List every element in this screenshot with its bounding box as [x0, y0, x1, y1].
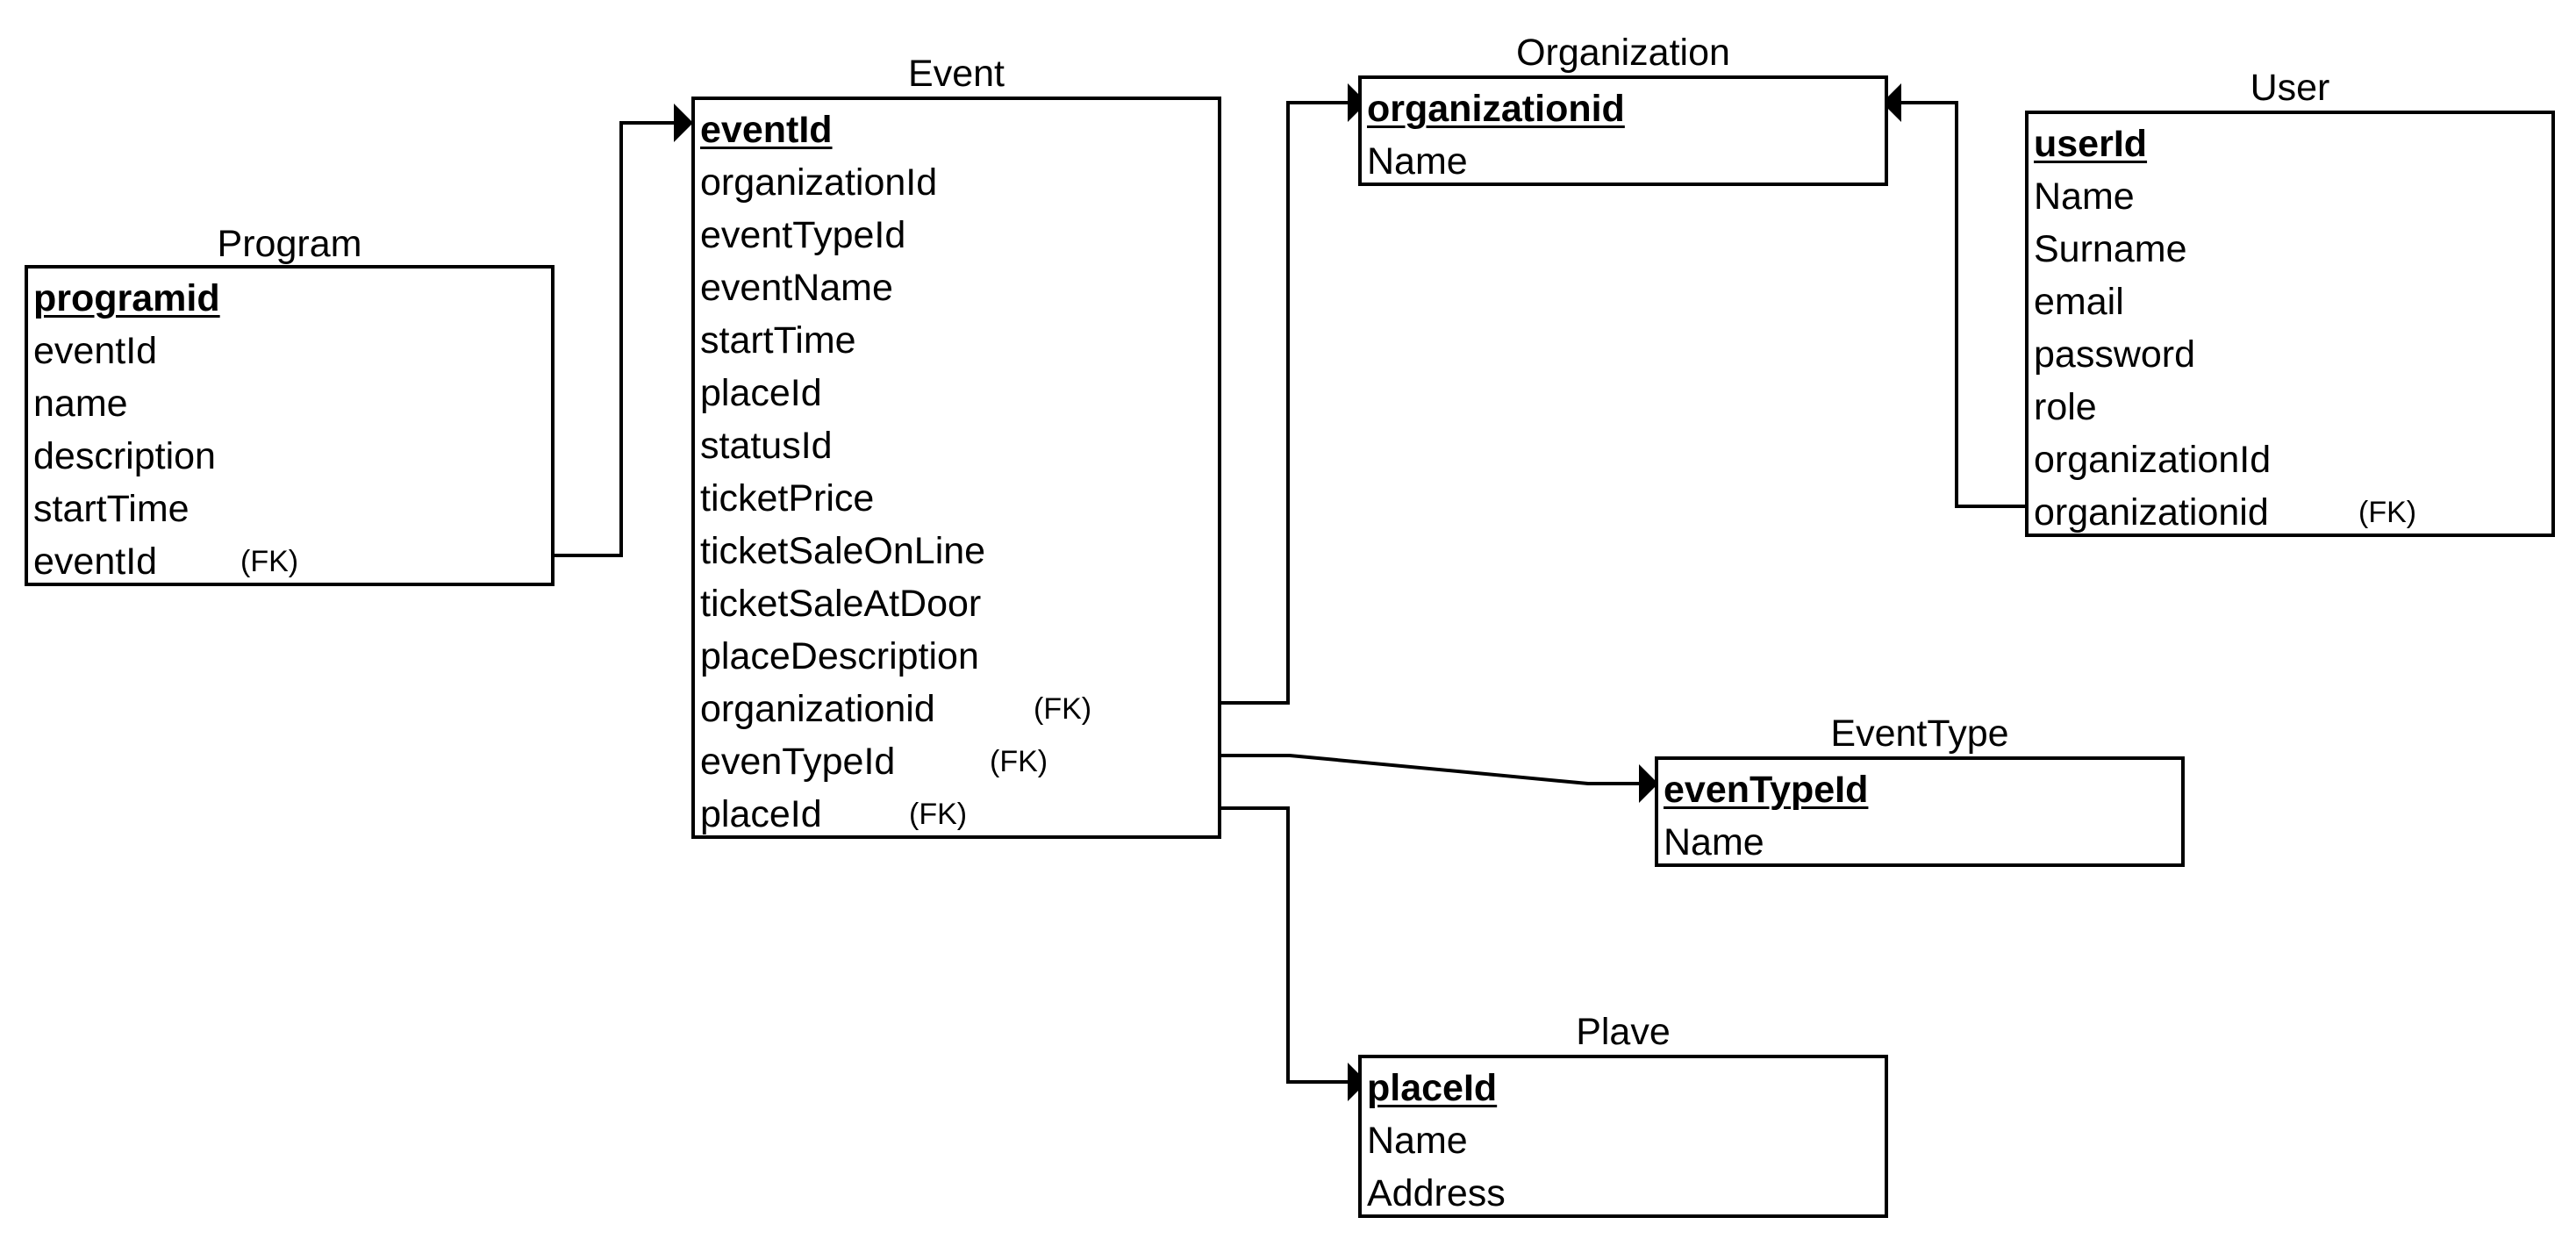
field-row: placeDescription — [700, 635, 979, 677]
field-row: Address — [1367, 1172, 1506, 1214]
field-row: Name — [1367, 1120, 1468, 1162]
entity-event: eventId organizationId eventTypeId event… — [691, 97, 1221, 839]
entity-title-eventtype: EventType — [1830, 713, 2009, 755]
field-row: ticketPrice — [700, 477, 875, 519]
entity-title-place: Plave — [1576, 1011, 1671, 1053]
field-row-fk: placeId (FK) — [700, 788, 1218, 841]
field-row: description — [33, 435, 216, 477]
field-row: ticketSaleOnLine — [700, 530, 986, 572]
entity-title-event: Event — [908, 53, 1005, 95]
arrowhead-icon — [1348, 83, 1367, 122]
entity-program: programid eventId name description start… — [25, 265, 555, 586]
field-row: eventTypeId — [700, 214, 906, 256]
entity-organization: organizationid Name — [1358, 75, 1888, 186]
field-row-fk: evenTypeId (FK) — [700, 735, 1218, 788]
field-row-fk: organizationid (FK) — [700, 683, 1218, 735]
field-row: eventId — [700, 109, 833, 151]
field-row: placeId — [1367, 1067, 1498, 1109]
field-row: Name — [1664, 821, 1764, 863]
fk-marker: (FK) — [1034, 692, 1092, 726]
entity-title-user: User — [2250, 67, 2330, 109]
field-row: organizationId — [700, 161, 938, 204]
field-row: startTime — [700, 319, 856, 362]
field-row: userId — [2034, 123, 2148, 165]
field-name: eventId — [33, 541, 158, 583]
field-row: ticketSaleAtDoor — [700, 583, 982, 625]
field-name: evenTypeId — [700, 741, 896, 783]
arrowhead-icon — [674, 104, 693, 142]
field-row-fk: eventId (FK) — [33, 535, 551, 588]
field-row: email — [2034, 281, 2124, 323]
relationship-line — [1220, 754, 1641, 785]
entity-title-program: Program — [217, 223, 362, 265]
field-row: role — [2034, 386, 2097, 428]
field-row: password — [2034, 333, 2196, 376]
relationship-line — [1220, 806, 1349, 1084]
relationship-line — [1220, 101, 1349, 705]
fk-marker: (FK) — [2358, 496, 2417, 529]
field-row: organizationId — [2034, 439, 2272, 481]
field-row: placeId — [700, 372, 822, 414]
field-row: Name — [2034, 175, 2135, 218]
entity-user: userId Name Surname email password role … — [2025, 111, 2555, 537]
entity-eventtype: evenTypeId Name — [1655, 756, 2185, 867]
field-row: eventId — [33, 330, 158, 372]
arrowhead-icon — [1348, 1063, 1367, 1101]
field-name: placeId — [700, 793, 822, 835]
fk-marker: (FK) — [240, 545, 299, 578]
entity-place: placeId Name Address — [1358, 1055, 1888, 1218]
field-row-fk: organizationid (FK) — [2034, 486, 2551, 539]
fk-marker: (FK) — [909, 798, 968, 831]
field-row: startTime — [33, 488, 190, 530]
arrowhead-icon — [1639, 764, 1658, 803]
entity-title-organization: Organization — [1516, 32, 1730, 74]
field-row: Surname — [2034, 228, 2187, 270]
arrowhead-icon — [1882, 83, 1901, 122]
relationship-line — [555, 121, 676, 557]
field-row: name — [33, 383, 128, 425]
field-row: Name — [1367, 140, 1468, 183]
field-row: organizationid — [1367, 88, 1625, 130]
fk-marker: (FK) — [990, 745, 1048, 778]
field-row: programid — [33, 277, 220, 319]
field-name: organizationid — [700, 688, 935, 730]
field-row: evenTypeId — [1664, 769, 1869, 811]
field-row: statusId — [700, 425, 833, 467]
relationship-line — [1900, 101, 2027, 508]
field-name: organizationid — [2034, 491, 2269, 534]
field-row: eventName — [700, 267, 893, 309]
